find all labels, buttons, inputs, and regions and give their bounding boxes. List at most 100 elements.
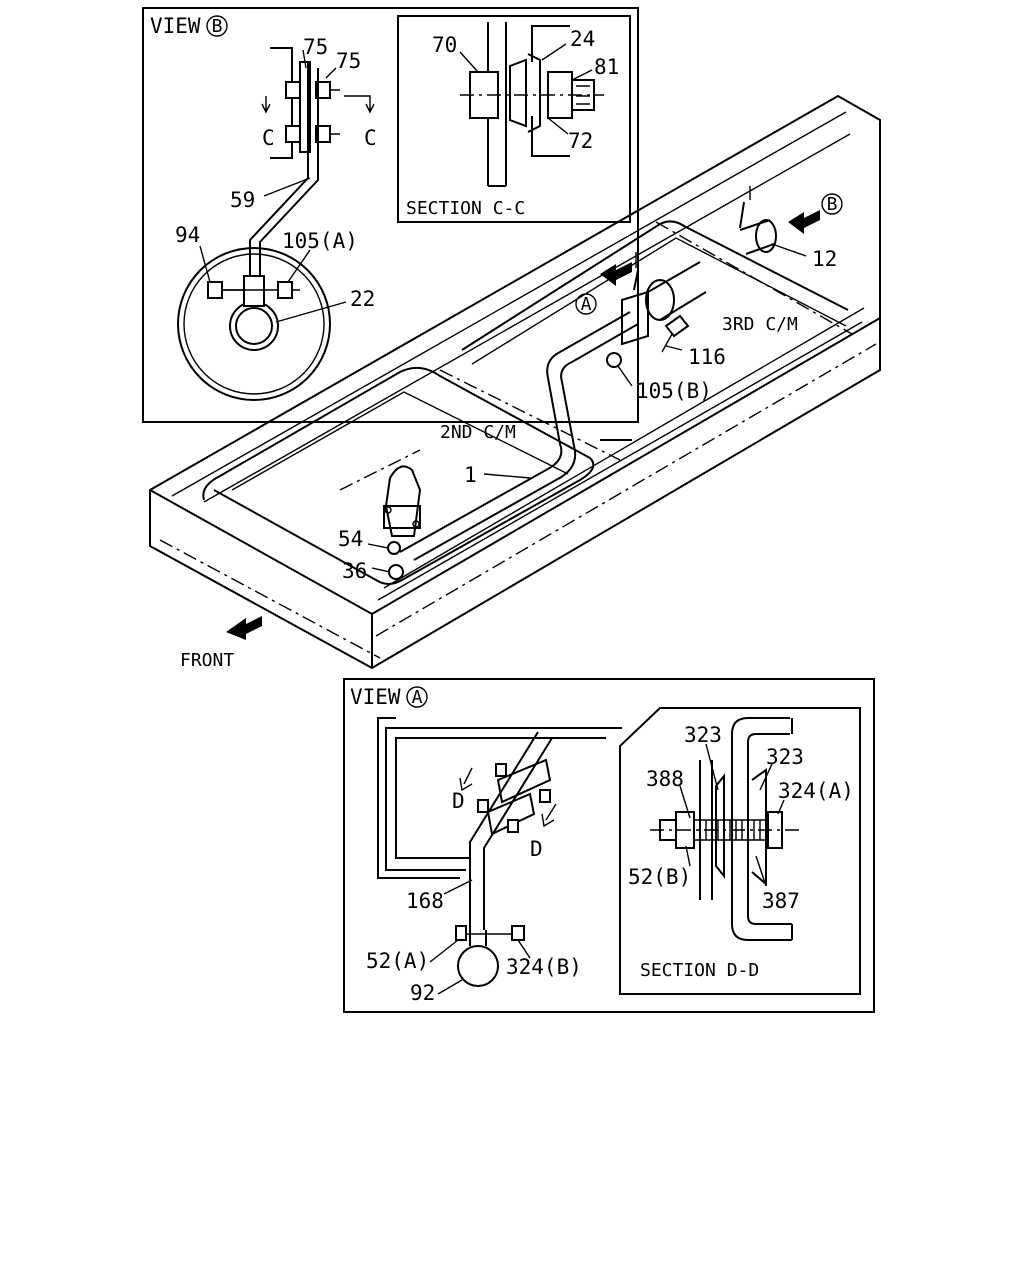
pipe-12-body	[647, 261, 707, 321]
main-frame-view: A B FRONT 2ND C/M 3RD C/M 1 54 36 116 10…	[149, 94, 881, 671]
bolt-52a-head	[455, 925, 467, 941]
section-d-panel: 323 323 388 324(A) 52(B) 387 SECTION D-D	[619, 707, 861, 995]
crossmember-2nd-dash	[439, 369, 621, 461]
bolt-116-head	[664, 314, 690, 338]
pipe-22-outer	[229, 301, 279, 351]
view-b-tank-outline	[177, 247, 331, 401]
crossmember-3rd-label: 3RD C/M	[722, 314, 798, 335]
view-a-panel: VIEW A D D 168 52(A) 324	[343, 678, 875, 1013]
front-label: FRONT	[180, 650, 234, 671]
frame-inner-line-1	[171, 111, 847, 497]
view-a-marker-circle: A	[406, 686, 428, 708]
view-a-marker-letter: A	[412, 687, 423, 708]
leader-116	[665, 345, 683, 351]
front-flange-body	[384, 465, 422, 537]
frame-inner-line-3	[377, 321, 863, 601]
callout-36: 36	[342, 559, 367, 583]
exhaust-centerline-front	[339, 449, 421, 491]
section-c-bolt-end	[572, 79, 595, 111]
leader-388	[679, 785, 691, 819]
nut-324b	[511, 925, 525, 941]
view-a-clamp-ears	[469, 930, 487, 946]
section-d-border	[619, 707, 861, 995]
front-flange-plate	[383, 505, 421, 529]
section-c-bushing-24	[527, 53, 541, 133]
view-a-arrow	[600, 262, 632, 286]
bracket-bolt-plate-upper	[496, 758, 552, 804]
hanger-rod-b	[739, 201, 745, 229]
section-c-bushing-left	[509, 58, 527, 128]
hanger-ticks	[635, 186, 751, 268]
leader-36	[371, 567, 391, 573]
callout-323-left: 323	[684, 723, 722, 747]
leader-75a	[302, 49, 307, 69]
pipe-12-outlet-sides	[739, 219, 775, 255]
frame-dash-side	[375, 343, 877, 637]
section-c-title: SECTION C-C	[406, 198, 525, 219]
hanger-rod-a	[633, 269, 639, 291]
crossmember-2nd-label: 2ND C/M	[440, 422, 516, 443]
view-a-border	[343, 678, 875, 1013]
leader-12	[771, 243, 807, 257]
main-marker-b: B	[827, 194, 838, 215]
callout-81: 81	[594, 55, 619, 79]
view-b-bracket	[270, 47, 293, 159]
callout-105a: 105(A)	[282, 229, 358, 253]
crossmember-2nd	[202, 366, 595, 585]
front-arrow-icon	[226, 616, 262, 640]
pipe-92	[457, 945, 499, 987]
crossmember-2nd-inner	[231, 391, 569, 491]
callout-94: 94	[175, 223, 200, 247]
callout-324a: 324(A)	[778, 779, 854, 803]
callout-24: 24	[570, 27, 595, 51]
view-b-cut-label-left: C	[262, 126, 275, 150]
leader-92	[437, 979, 463, 995]
leader-105b	[617, 365, 633, 387]
leader-72	[547, 117, 569, 135]
rear-flange-plate	[621, 290, 649, 346]
view-b-cut-label-right: C	[364, 126, 377, 150]
leader-24	[541, 43, 567, 61]
main-marker-b-circle	[821, 193, 843, 215]
view-b-arrow	[788, 210, 820, 234]
callout-72: 72	[568, 129, 593, 153]
leader-105a	[287, 249, 311, 283]
section-c-border	[397, 15, 631, 223]
pipe-clamp-ears	[243, 275, 265, 307]
bolt-94-head	[207, 281, 223, 299]
section-c-panel: 70 24 81 72 SECTION C-C	[397, 15, 631, 223]
view-a-bolt-head-upper	[495, 763, 507, 777]
leader-52a	[429, 939, 459, 963]
callout-116: 116	[688, 345, 726, 369]
pipe-12-outlet	[755, 219, 777, 253]
callout-1: 1	[464, 463, 477, 487]
leader-168	[443, 879, 473, 895]
section-d-frame-outer	[731, 717, 792, 941]
section-c-threads	[576, 85, 590, 105]
hanger-rod-59-edge	[259, 68, 319, 296]
section-d-bushing-323-right	[751, 768, 767, 887]
view-b-clamp-plate	[299, 61, 311, 153]
front-flange-hole-2	[412, 520, 420, 528]
view-b-title: VIEW	[150, 14, 201, 38]
nut-105a	[277, 281, 293, 299]
leader-52b	[685, 845, 691, 867]
view-b-bolt-head-upper	[285, 81, 301, 99]
leader-324b	[517, 939, 531, 959]
view-a-cut-label-left: D	[452, 789, 465, 813]
callout-388: 388	[646, 767, 684, 791]
section-c-cut-arrow-left	[261, 96, 271, 114]
callout-92: 92	[410, 981, 435, 1005]
leader-387	[755, 855, 767, 887]
callout-12: 12	[812, 247, 837, 271]
view-b-panel: VIEW B C C	[142, 7, 639, 423]
bracket-168-edge1	[469, 731, 539, 930]
crossmember-3rd-inner	[471, 237, 847, 365]
leader-323a	[705, 743, 719, 791]
bracket-168-edge2	[483, 737, 553, 930]
callout-324b: 324(B)	[506, 955, 582, 979]
section-d-cut-arrow-left	[459, 767, 473, 792]
leader-22	[275, 301, 347, 323]
crossmember-3rd-dash	[655, 221, 853, 335]
